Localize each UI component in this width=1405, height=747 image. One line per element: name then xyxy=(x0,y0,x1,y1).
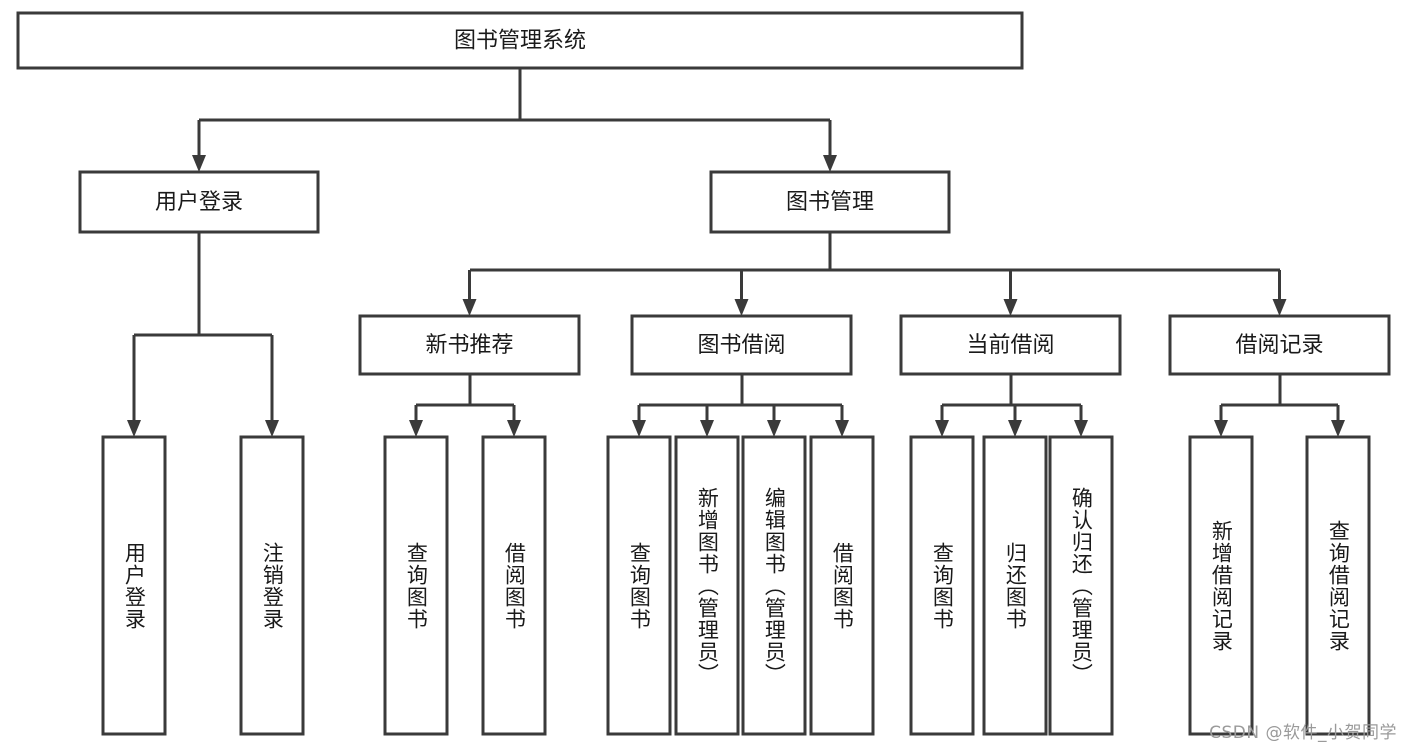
node-box-level2-0[interactable] xyxy=(78,170,320,234)
node-box-leaf-3[interactable] xyxy=(481,435,547,736)
node-box-level3-0[interactable] xyxy=(358,314,581,376)
group-4-leaf-1-arrowhead xyxy=(1331,420,1345,437)
level2-to-level3-0-arrowhead xyxy=(462,299,477,316)
node-box-level3-3[interactable] xyxy=(1168,314,1391,376)
level2-to-level3-3-arrowhead xyxy=(1272,299,1287,316)
node-label-level3-1: 图书借阅 xyxy=(697,333,785,358)
node-label-level3-2: 当前借阅 xyxy=(966,333,1054,358)
group-2-leaf-1-arrowhead xyxy=(700,420,714,437)
group-1-leaf-1-arrowhead xyxy=(507,420,521,437)
node-box-leaf-6[interactable] xyxy=(741,435,807,736)
node-box-leaf-8[interactable] xyxy=(909,435,975,736)
node-label-level3-3: 借阅记录 xyxy=(1235,333,1323,358)
group-2-leaf-3-arrowhead xyxy=(835,420,849,437)
node-box-leaf-2[interactable] xyxy=(383,435,449,736)
node-box-leaf-11[interactable] xyxy=(1188,435,1254,736)
node-box-root[interactable] xyxy=(16,11,1024,70)
node-box-leaf-9[interactable] xyxy=(982,435,1048,736)
group-2-leaf-2-arrowhead xyxy=(767,420,781,437)
root-to-level2-1-arrowhead xyxy=(823,155,837,172)
node-label-level2-0: 用户登录 xyxy=(155,190,243,215)
node-box-leaf-12[interactable] xyxy=(1305,435,1371,736)
node-box-leaf-10[interactable] xyxy=(1048,435,1114,736)
group-3-leaf-2-arrowhead xyxy=(1074,420,1088,437)
group-3-leaf-0-arrowhead xyxy=(935,420,949,437)
group-3-leaf-1-arrowhead xyxy=(1008,420,1022,437)
node-box-leaf-4[interactable] xyxy=(606,435,672,736)
node-label-level2-1: 图书管理 xyxy=(786,190,874,215)
node-box-leaf-0[interactable] xyxy=(101,435,167,736)
group-4-leaf-0-arrowhead xyxy=(1214,420,1228,437)
level2-to-level3-2-arrowhead xyxy=(1003,299,1018,316)
node-box-level3-2[interactable] xyxy=(899,314,1122,376)
node-label-root: 图书管理系统 xyxy=(454,29,586,54)
edges-layer xyxy=(127,68,1345,437)
level2-to-level3-1-arrowhead xyxy=(734,299,749,316)
node-box-level2-1[interactable] xyxy=(709,170,951,234)
node-box-leaf-7[interactable] xyxy=(809,435,875,736)
node-box-leaf-5[interactable] xyxy=(674,435,740,736)
root-to-level2-0-arrowhead xyxy=(192,155,206,172)
boxes-layer xyxy=(16,11,1391,736)
group-0-leaf-1-arrowhead xyxy=(265,420,279,437)
node-box-leaf-1[interactable] xyxy=(239,435,305,736)
node-label-level3-0: 新书推荐 xyxy=(425,333,513,358)
watermark: CSDN @软件_小贺同学 xyxy=(1209,723,1397,743)
group-0-leaf-0-arrowhead xyxy=(127,420,141,437)
node-box-level3-1[interactable] xyxy=(630,314,853,376)
group-1-leaf-0-arrowhead xyxy=(409,420,423,437)
group-2-leaf-0-arrowhead xyxy=(632,420,646,437)
